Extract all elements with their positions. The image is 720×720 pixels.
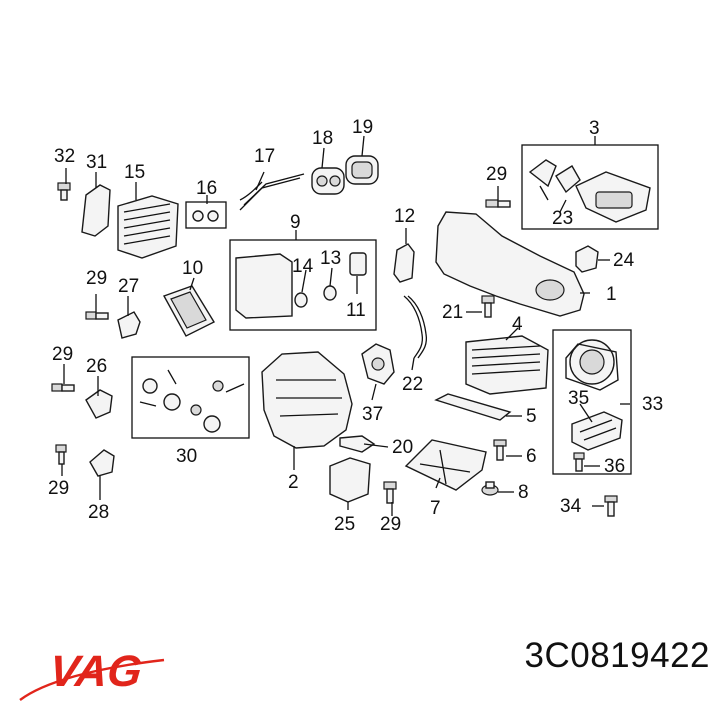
evaporator-core — [235, 253, 293, 319]
callout-32: 32 — [54, 146, 75, 167]
group-box-30 — [131, 356, 250, 439]
nut-8 — [481, 481, 499, 496]
callout-33: 33 — [642, 394, 663, 415]
callout-9: 9 — [290, 212, 301, 233]
callout-25: 25 — [334, 514, 355, 535]
logo-swoosh — [19, 658, 165, 701]
part-number: 3C0819422 — [524, 636, 710, 675]
seal-18 — [311, 167, 345, 195]
callout-29: 29 — [380, 514, 401, 535]
group-box-9 — [229, 239, 377, 331]
callout-14: 14 — [292, 256, 314, 277]
callout-8: 8 — [518, 482, 529, 503]
o-ring-13 — [323, 285, 337, 301]
callout-19: 19 — [352, 117, 373, 138]
callout-12: 12 — [394, 206, 415, 227]
logo-text: VAG — [47, 647, 144, 696]
o-ring-14 — [294, 292, 308, 308]
callout-16: 16 — [196, 178, 217, 199]
screw-36 — [573, 452, 585, 472]
screw-29-left-1 — [85, 311, 109, 320]
screw-32 — [57, 182, 71, 201]
callout-4: 4 — [512, 314, 523, 335]
callout-36: 36 — [604, 456, 625, 477]
bracket-31 — [81, 184, 111, 237]
clip-26 — [85, 389, 113, 419]
group-box-3 — [521, 144, 659, 230]
callout-24: 24 — [613, 250, 635, 271]
callout-13: 13 — [320, 248, 341, 269]
screw-34 — [604, 495, 618, 517]
linkage-parts-30 — [139, 369, 245, 433]
callout-29: 29 — [52, 344, 73, 365]
leader-lines — [61, 135, 630, 516]
callout-3: 3 — [589, 118, 600, 139]
screw-21 — [481, 295, 495, 318]
callout-31: 31 — [86, 152, 107, 173]
callout-1: 1 — [606, 284, 617, 305]
callout-28: 28 — [88, 502, 109, 523]
pipes-17 — [239, 173, 305, 211]
heater-core-15 — [117, 195, 179, 259]
hose-22 — [403, 295, 428, 359]
screw-29-left-2 — [51, 383, 75, 392]
blower-33 — [565, 339, 619, 391]
callout-29: 29 — [86, 268, 107, 289]
seal-19 — [345, 155, 379, 185]
clip-27 — [117, 311, 141, 339]
callout-2: 2 — [288, 472, 299, 493]
screw-29-left-3 — [55, 444, 67, 465]
sensor-20 — [339, 435, 376, 453]
callout-7: 7 — [430, 498, 441, 519]
callout-15: 15 — [124, 162, 145, 183]
clip-28 — [89, 449, 115, 477]
sensor-12 — [393, 243, 415, 283]
callout-26: 26 — [86, 356, 107, 377]
callout-20: 20 — [392, 437, 413, 458]
bracket-24 — [575, 245, 599, 273]
callout-18: 18 — [312, 128, 333, 149]
callout-11: 11 — [346, 300, 366, 321]
callout-5: 5 — [526, 406, 537, 427]
group-box-33 — [552, 329, 632, 475]
screw-6 — [493, 439, 507, 461]
housing-1-port — [535, 279, 565, 301]
filter-10 — [162, 285, 215, 337]
callout-29: 29 — [48, 478, 69, 499]
screw-29-top — [485, 199, 511, 208]
callout-21: 21 — [442, 302, 463, 323]
case-2 — [261, 351, 353, 449]
callout-30: 30 — [176, 446, 197, 467]
callout-27: 27 — [118, 276, 139, 297]
callout-37: 37 — [362, 404, 383, 425]
callout-34: 34 — [560, 496, 582, 517]
callout-35: 35 — [568, 388, 589, 409]
screw-29-bottom — [383, 481, 397, 504]
resistor-35 — [571, 411, 623, 451]
callout-6: 6 — [526, 446, 537, 467]
callout-17: 17 — [254, 146, 275, 167]
callout-23: 23 — [552, 208, 573, 229]
vag-logo: VAG — [19, 647, 165, 701]
module-25 — [329, 457, 371, 503]
filter-4 — [465, 335, 549, 395]
callout-22: 22 — [402, 374, 423, 395]
callout-10: 10 — [182, 258, 203, 279]
actuator-37 — [361, 343, 395, 385]
mode-parts-3 — [528, 159, 651, 223]
clips-16 — [185, 201, 227, 229]
tray-7 — [404, 439, 487, 491]
callout-29: 29 — [486, 164, 507, 185]
strip-5 — [434, 393, 512, 421]
expansion-valve-11 — [349, 252, 367, 276]
